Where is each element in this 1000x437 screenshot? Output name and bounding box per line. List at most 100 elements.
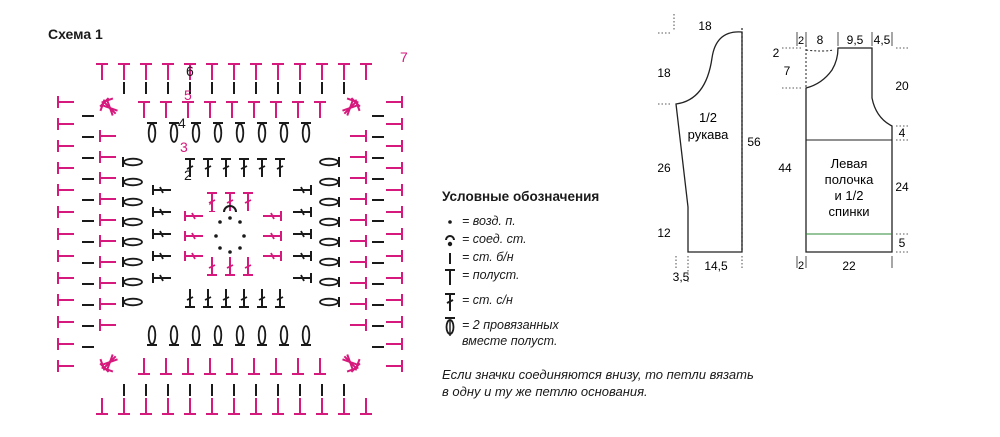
chain-dot-mark <box>218 220 222 224</box>
legend-title: Условные обозначения <box>442 189 600 204</box>
half-double-mark <box>182 101 194 118</box>
half-double-mark <box>140 63 152 80</box>
half-double-mark <box>162 63 174 80</box>
cluster-mark <box>122 157 143 167</box>
cluster-mark <box>319 177 340 187</box>
half-double-mark <box>160 101 172 118</box>
dim-label: 26 <box>657 161 671 175</box>
double-crochet-mark <box>152 273 171 283</box>
double-crochet-mark <box>239 289 249 308</box>
row-label: 1 <box>208 199 216 215</box>
half-double-mark <box>99 358 118 371</box>
front-pattern: Левая полочка и 1/2 спинки 2 8 9,5 4,5 2… <box>773 32 910 273</box>
double-crochet-mark <box>225 257 235 276</box>
double-crochet-mark <box>184 251 203 261</box>
half-double-mark <box>350 214 367 226</box>
double-crochet-mark <box>207 192 217 211</box>
cluster-mark <box>319 257 340 267</box>
half-double-mark <box>226 358 238 375</box>
cluster-mark <box>257 325 267 346</box>
double-crochet-mark <box>221 289 231 308</box>
cluster-mark <box>319 237 340 247</box>
half-double-mark <box>162 398 174 415</box>
row-label: 5 <box>184 87 192 103</box>
start-ring-mark <box>223 205 237 213</box>
sleeve-outline <box>675 31 743 253</box>
half-double-mark <box>386 360 403 372</box>
legend-item-label: = 2 провязанных <box>462 318 559 332</box>
legend-item-label: = полуст. <box>462 268 520 282</box>
half-double-mark <box>138 358 150 375</box>
half-double-mark <box>292 358 304 375</box>
double-crochet-mark <box>184 231 203 241</box>
cluster-mark <box>169 122 179 143</box>
half-double-mark <box>350 319 367 331</box>
half-double-mark <box>206 398 218 415</box>
cluster-mark <box>319 157 340 167</box>
front-label: спинки <box>829 204 870 219</box>
half-double-mark <box>350 172 367 184</box>
row-label: 7 <box>400 49 408 65</box>
half-double-mark <box>99 193 116 205</box>
half-double-mark <box>57 250 74 262</box>
dim-label: 14,5 <box>704 259 728 273</box>
legend-item-label: = возд. п. <box>462 214 516 228</box>
half-double-mark <box>99 298 116 310</box>
half-double-mark <box>96 398 108 415</box>
double-crochet-mark <box>257 158 267 177</box>
chain-dot-mark <box>214 234 218 238</box>
double-crochet-mark <box>293 229 312 239</box>
cluster-mark <box>122 177 143 187</box>
half-double-mark <box>57 206 74 218</box>
half-double-mark <box>57 228 74 240</box>
half-double-mark <box>99 256 116 268</box>
double-crochet-mark <box>293 251 312 261</box>
half-double-mark <box>350 151 367 163</box>
sleeve-label: 1/2 <box>699 110 717 125</box>
cluster-mark <box>122 197 143 207</box>
half-double-mark <box>292 101 304 118</box>
double-crochet-mark <box>225 192 235 211</box>
half-double-mark <box>338 398 350 415</box>
dim-label: 24 <box>895 180 909 194</box>
half-double-mark <box>386 96 403 108</box>
double-crochet-mark <box>243 257 253 276</box>
double-crochet-mark <box>239 158 249 177</box>
single-crochet-icon <box>449 253 451 264</box>
dim-label: 18 <box>657 66 671 80</box>
chain-dot-mark <box>238 246 242 250</box>
half-double-mark <box>360 63 372 80</box>
legend-item-label-cont: вместе полуст. <box>462 334 558 348</box>
half-double-mark <box>342 99 361 112</box>
dim-label: 2 <box>798 35 804 47</box>
half-double-mark <box>350 235 367 247</box>
dim-label: 8 <box>817 33 824 47</box>
cluster-mark <box>213 325 223 346</box>
half-double-mark <box>314 101 326 118</box>
cluster-mark <box>147 325 157 346</box>
half-double-mark <box>248 358 260 375</box>
half-double-mark <box>386 338 403 350</box>
half-double-mark <box>57 294 74 306</box>
half-double-mark <box>204 101 216 118</box>
half-double-mark <box>350 256 367 268</box>
cluster-mark <box>213 122 223 143</box>
half-double-mark <box>338 63 350 80</box>
half-double-mark <box>99 172 116 184</box>
half-double-mark <box>184 63 196 80</box>
half-double-mark <box>184 398 196 415</box>
double-crochet-mark <box>152 251 171 261</box>
chain-dot-mark <box>218 246 222 250</box>
half-double-mark <box>138 101 150 118</box>
dim-label: 7 <box>784 64 791 78</box>
half-double-mark <box>294 398 306 415</box>
half-double-mark <box>386 184 403 196</box>
double-crochet-icon <box>445 293 455 311</box>
half-double-mark <box>118 63 130 80</box>
cluster-mark <box>319 297 340 307</box>
half-double-mark <box>386 140 403 152</box>
half-double-mark <box>57 140 74 152</box>
double-crochet-mark <box>152 185 171 195</box>
double-crochet-mark <box>263 231 282 241</box>
